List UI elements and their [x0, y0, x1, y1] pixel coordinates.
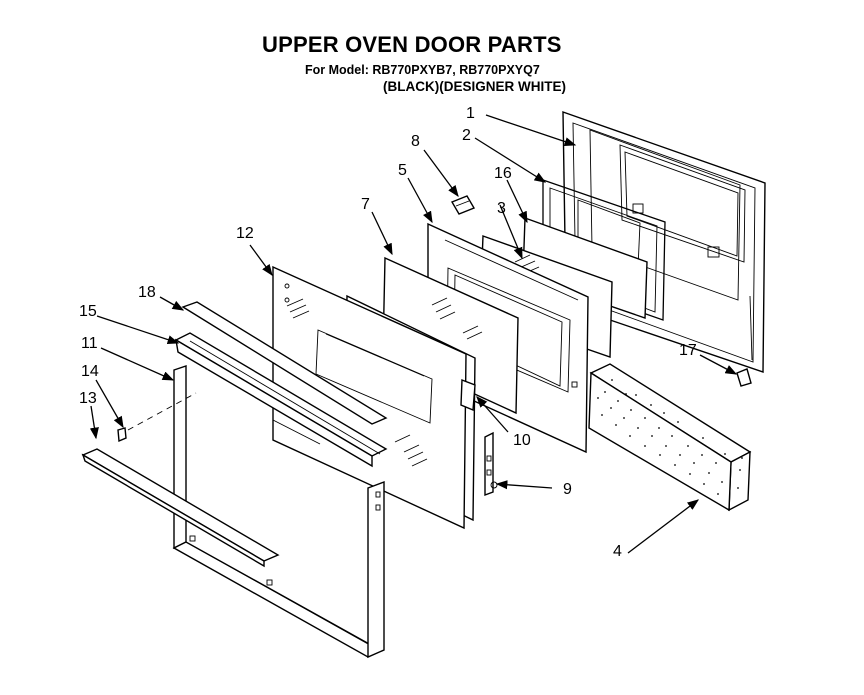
callout-8: 8 — [411, 133, 420, 150]
callout-2: 2 — [462, 127, 471, 144]
callout-12: 12 — [236, 225, 254, 242]
callout-7: 7 — [361, 196, 370, 213]
callout-16: 16 — [494, 165, 512, 182]
callout-14: 14 — [81, 363, 99, 380]
callout-5: 5 — [398, 162, 407, 179]
callout-labels: 1 2 3 4 5 7 8 9 10 11 12 13 14 15 16 17 … — [79, 105, 697, 560]
part-15-door-handle — [174, 332, 388, 468]
callout-1: 1 — [466, 105, 475, 122]
callout-15: 15 — [79, 303, 97, 320]
callout-13: 13 — [79, 390, 97, 407]
part-4-insulation-block — [588, 363, 752, 512]
part-8-hinge-receptacle — [450, 195, 476, 215]
leader-lines — [89, 114, 738, 554]
callout-3: 3 — [497, 200, 506, 217]
part-10-spacer — [460, 378, 476, 412]
model-numbers: For Model: RB770PXYB7, RB770PXYQ7 — [305, 63, 540, 77]
callout-4: 4 — [613, 543, 622, 560]
callout-9: 9 — [563, 481, 572, 498]
callout-17: 17 — [679, 342, 697, 359]
part-13-bottom-trim — [81, 448, 280, 568]
part-18-handle-trim — [181, 301, 388, 425]
callout-10: 10 — [513, 432, 531, 449]
part-11-outer-door-frame — [172, 365, 385, 659]
page-title: UPPER OVEN DOOR PARTS — [262, 32, 562, 57]
color-variants: (BLACK)(DESIGNER WHITE) — [383, 79, 566, 94]
part-14-clip — [117, 392, 197, 443]
callout-11: 11 — [81, 335, 98, 352]
callout-18: 18 — [138, 284, 156, 301]
part-9-bracket — [484, 431, 498, 497]
part-17-hinge-clip — [736, 368, 752, 387]
